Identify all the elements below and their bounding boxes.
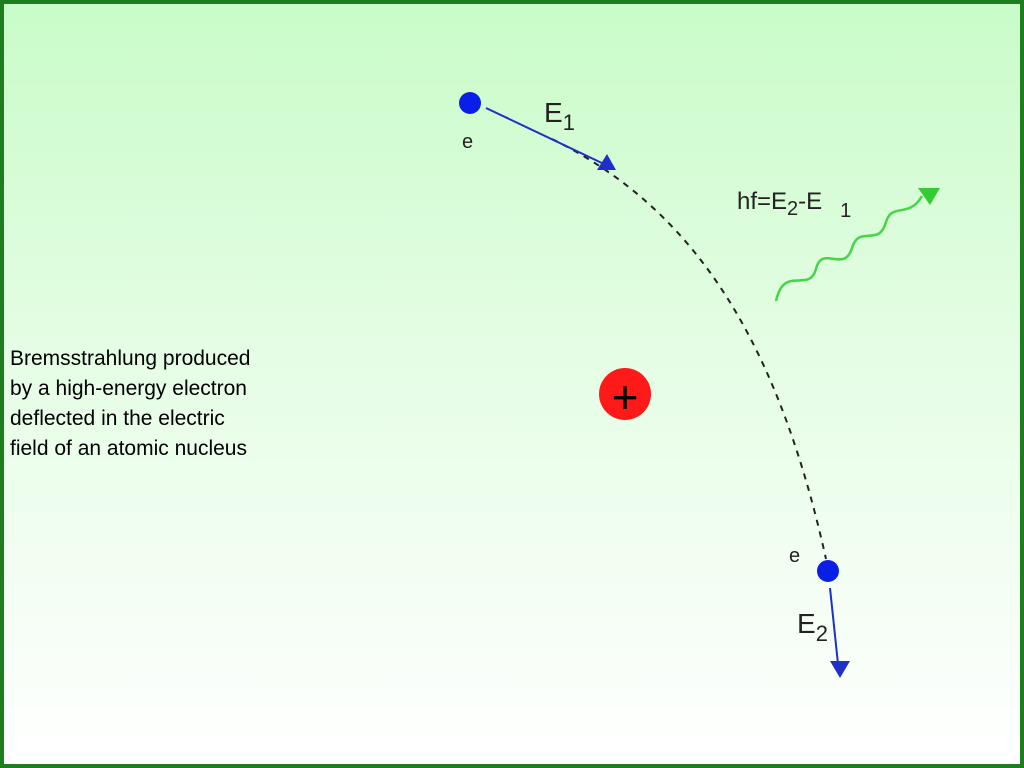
electron-initial — [459, 92, 481, 114]
outgoing-arrowhead — [830, 661, 850, 678]
incoming-arrowhead — [597, 154, 616, 170]
energy-out-label: E2 — [797, 608, 828, 646]
electron-label-initial: e — [462, 131, 473, 153]
energy-in-label: E1 — [544, 97, 575, 135]
outgoing-arrow — [829, 587, 839, 665]
caption: Bremsstrahlung produced by a high-energy… — [10, 347, 251, 460]
electron-final — [817, 560, 839, 582]
incoming-arrow — [485, 107, 605, 165]
photon-wave — [774, 195, 924, 302]
electron-label-final: e — [789, 545, 800, 567]
photon-arrowhead — [918, 188, 940, 205]
nucleus-plus-symbol: + — [612, 371, 639, 423]
atomic-nucleus — [599, 368, 651, 420]
